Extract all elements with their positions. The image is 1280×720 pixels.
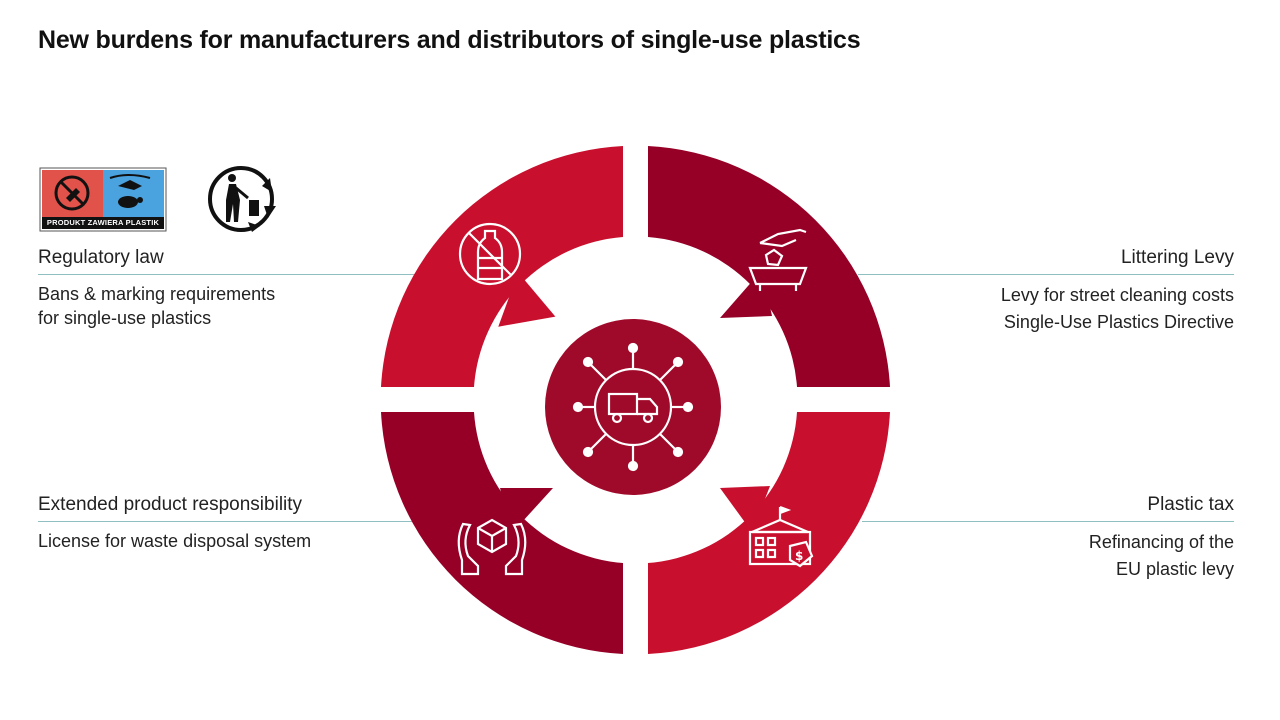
epr-desc-line: License for waste disposal system [38, 531, 312, 551]
svg-text:$: $ [795, 549, 803, 563]
section-tax: Plastic tax Refinancing of the EU plasti… [1089, 494, 1234, 583]
regulatory-desc-line: for single-use plastics [38, 308, 212, 328]
section-littering: Littering Levy Levy for street cleaning … [1001, 247, 1234, 336]
littering-desc-line: Single-Use Plastics Directive [1003, 312, 1234, 332]
littering-desc: Levy for street cleaning costs Single-Us… [1001, 282, 1234, 336]
section-regulatory: Regulatory law Bans & marking requiremen… [38, 247, 275, 330]
arrow-tax [720, 486, 770, 532]
tax-rule [862, 521, 1234, 522]
littering-hand-icon [748, 228, 808, 291]
tax-desc-line: EU plastic levy [1115, 559, 1234, 579]
littering-desc-line: Levy for street cleaning costs [1000, 285, 1234, 305]
littering-rule [858, 274, 1234, 275]
regulatory-desc: Bans & marking requirements for single-u… [38, 282, 275, 330]
tax-desc-line: Refinancing of the [1088, 532, 1234, 552]
regulatory-rule [38, 274, 423, 275]
quadrant-littering [648, 146, 890, 387]
hands-holding-box-icon [457, 518, 527, 576]
epr-heading: Extended product responsibility [38, 494, 303, 515]
tax-building-icon: $ [748, 505, 814, 568]
arrow-regulatory [498, 272, 556, 327]
tidyman-recycling-icon [208, 166, 276, 232]
epr-rule [38, 521, 418, 522]
distribution-network-icon [572, 342, 694, 472]
no-plastic-bottle-icon [458, 222, 522, 286]
page-title: New burdens for manufacturers and distri… [38, 26, 861, 54]
arrow-epr [500, 488, 553, 533]
tax-desc: Refinancing of the EU plastic levy [1089, 529, 1234, 583]
marking-label: PRODUKT ZAWIERA PLASTIK [42, 217, 164, 229]
epr-desc: License for waste disposal system [38, 529, 311, 553]
section-epr: Extended product responsibility License … [38, 494, 311, 553]
arrow-littering [720, 270, 772, 318]
littering-heading: Littering Levy [1120, 247, 1234, 268]
regulatory-desc-line: Bans & marking requirements [38, 284, 276, 304]
quadrant-epr [381, 412, 623, 654]
tax-heading: Plastic tax [1147, 494, 1234, 515]
regulatory-heading: Regulatory law [38, 247, 164, 268]
